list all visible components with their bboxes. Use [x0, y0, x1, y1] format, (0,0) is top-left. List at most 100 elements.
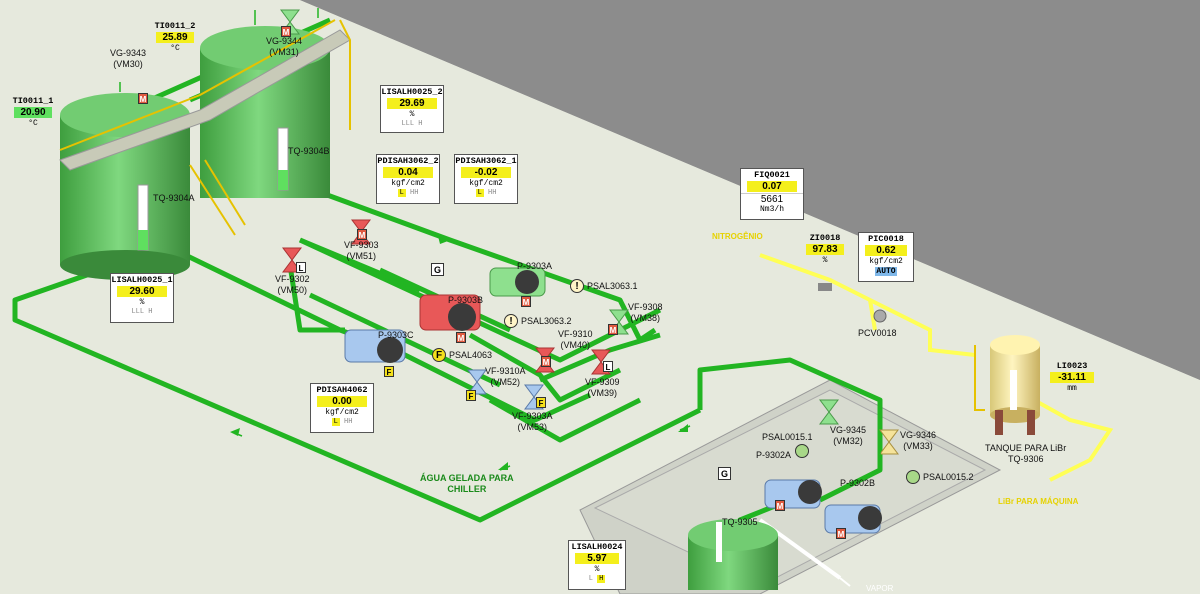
- valve-vg9345-label[interactable]: VG-9345 (VM32): [830, 425, 867, 446]
- valve-vf9309-label[interactable]: VF-9309 (VM39): [585, 377, 620, 398]
- lisalh0024-flag-l: L: [588, 575, 593, 583]
- valve-vg9344-label[interactable]: VG-9344 (VM31): [266, 36, 303, 57]
- alarm-psal4063-icon[interactable]: F: [432, 348, 446, 362]
- pdisah3062-1-tag: PDISAH3062_1: [455, 156, 517, 166]
- libr-para-maquina-label: LiBr PARA MÁQUINA: [998, 497, 1079, 506]
- p9302b-motor-tag[interactable]: M: [836, 528, 846, 539]
- vf9310a-field-tag[interactable]: F: [466, 390, 476, 401]
- tank-tq9304a-label: TQ-9304A: [153, 193, 195, 203]
- pic0018-mode[interactable]: AUTO: [875, 267, 897, 276]
- p9303a-motor-tag[interactable]: M: [521, 296, 531, 307]
- pdisah3062-1-unit: kgf/cm2: [469, 179, 503, 188]
- ti0011-1-display[interactable]: TI0011_1 20.90 °C: [8, 95, 58, 133]
- generator-g-tag[interactable]: G: [431, 263, 444, 276]
- ti0011-2-display[interactable]: TI0011_2 25.89 °C: [150, 20, 200, 58]
- yellow-pipes: [759, 253, 1114, 482]
- pdisah4062-value: 0.00: [317, 396, 367, 407]
- valve-vg9346-label[interactable]: VG-9346 (VM33): [900, 430, 937, 451]
- alarm-psal4063-label: PSAL4063: [449, 350, 493, 360]
- ti0011-1-tag: TI0011_1: [12, 96, 54, 106]
- lisalh0025-1-display[interactable]: LISALH0025_1 29.60 % LLL H: [110, 273, 174, 323]
- ti0011-2-unit: °C: [170, 44, 180, 53]
- ti0011-1-value: 20.90: [14, 107, 52, 118]
- tank-tq9306-tag: TQ-9306: [1008, 454, 1044, 464]
- fiq0021-value: 0.07: [747, 181, 797, 192]
- lisalh0024-tag: LISALH0024: [571, 542, 623, 552]
- pdisah4062-flag-hh: HH: [344, 418, 353, 426]
- pressure-switch-psal0015-1-icon[interactable]: [795, 444, 809, 458]
- alarm-psal3063-2-icon[interactable]: !: [504, 314, 518, 328]
- valve-vf9310a-label[interactable]: VF-9310A (VM52): [485, 366, 526, 387]
- vg9344-motor-tag[interactable]: M: [281, 26, 291, 37]
- ti0011-2-tag: TI0011_2: [154, 21, 196, 31]
- li0023-value: -31.11: [1050, 372, 1094, 383]
- p9303b-motor-tag[interactable]: M: [456, 332, 466, 343]
- pdisah3062-2-display[interactable]: PDISAH3062_2 0.04 kgf/cm2 L HH: [376, 154, 440, 204]
- p9302a-motor-tag[interactable]: M: [775, 500, 785, 511]
- lisalh0025-2-unit: %: [409, 110, 415, 119]
- lisalh0025-1-unit: %: [139, 298, 145, 307]
- alarm-psal3063-2-label: PSAL3063.2: [521, 316, 572, 326]
- pic0018-display[interactable]: PIC0018 0.62 kgf/cm2 AUTO: [858, 232, 914, 282]
- zi0018-display[interactable]: ZI0018 97.83 %: [800, 232, 850, 268]
- lisalh0024-unit: %: [594, 565, 600, 574]
- vf9303a-field-tag[interactable]: F: [536, 397, 546, 408]
- valve-vf9308-label[interactable]: VF-9308 (VM38): [628, 302, 663, 323]
- vf9308-motor-tag[interactable]: M: [608, 324, 618, 335]
- lisalh0024-value: 5.97: [575, 553, 619, 564]
- p9303c-field-tag[interactable]: F: [384, 366, 394, 377]
- tank-tq9305-label: TQ-9305: [722, 517, 758, 527]
- pump-p9302a-label[interactable]: P-9302A: [756, 450, 792, 460]
- pdisah3062-2-tag: PDISAH3062_2: [377, 156, 439, 166]
- li0023-display[interactable]: LI0023 -31.11 mm: [1044, 360, 1100, 396]
- lisalh0025-2-flags: LLL H: [401, 120, 423, 128]
- pressure-switch-psal0015-2-icon[interactable]: [906, 470, 920, 484]
- pic0018-value: 0.62: [865, 245, 907, 256]
- valves-graphics: [282, 219, 611, 375]
- vf9302-local-tag[interactable]: L: [296, 262, 306, 273]
- pump-p9303b-graphic: [419, 294, 481, 331]
- alarm-psal0015-1-label: PSAL0015.1: [762, 432, 813, 442]
- lisalh0024-display[interactable]: LISALH0024 5.97 % L H: [568, 540, 626, 590]
- pdisah3062-1-display[interactable]: PDISAH3062_1 -0.02 kgf/cm2 L HH: [454, 154, 518, 204]
- valve-vf9303-label[interactable]: VF-9303 (VM51): [344, 240, 379, 261]
- pic0018-tag: PIC0018: [868, 234, 904, 244]
- fiq0021-tag: FIQ0021: [754, 170, 790, 180]
- valve-vg9343-label[interactable]: VG-9343 (VM30): [110, 48, 147, 69]
- fiq0021-unit: Nm3/h: [759, 205, 784, 214]
- pump-p9303a-label[interactable]: P-9303A: [517, 261, 553, 271]
- ti0011-1-unit: °C: [28, 119, 38, 128]
- valve-vf9302-label[interactable]: VF-9302 (VM50): [275, 274, 310, 295]
- lisalh0025-2-value: 29.69: [387, 98, 437, 109]
- lisalh0024-flag-h: H: [597, 575, 606, 583]
- vg9343-motor-tag[interactable]: M: [138, 93, 148, 104]
- valve-vf9303a-label[interactable]: VF-9303A (VM53): [512, 411, 553, 432]
- pdisah3062-2-flag-hh: HH: [410, 189, 419, 197]
- lisalh0025-2-display[interactable]: LISALH0025_2 29.69 % LLL H: [380, 85, 444, 133]
- tank-libr-title: TANQUE PARA LiBr: [985, 443, 1067, 453]
- tank-tq9304a-graphic: [60, 93, 190, 280]
- pic0018-unit: kgf/cm2: [869, 257, 903, 266]
- pump-p9302b-label[interactable]: P-9302B: [840, 478, 876, 488]
- zi0018-tag: ZI0018: [809, 233, 841, 243]
- valve-pcv0018-label[interactable]: PCV0018: [858, 328, 897, 338]
- agua-gelada-label: ÁGUA GELADA PARA CHILLER: [420, 473, 514, 494]
- lisalh0025-1-tag: LISALH0025_1: [111, 275, 173, 285]
- lisalh0025-2-tag: LISALH0025_2: [381, 87, 443, 97]
- vf9303-motor-tag[interactable]: M: [357, 229, 367, 240]
- generator-g-tag-2[interactable]: G: [718, 467, 731, 480]
- pump-p9303c-graphic: [344, 329, 406, 363]
- pump-p9303b-label[interactable]: P-9303B: [448, 295, 484, 305]
- pdisah3062-2-flag-l: L: [397, 189, 406, 197]
- zi0018-value: 97.83: [806, 244, 844, 255]
- pdisah3062-1-flag-l: L: [475, 189, 484, 197]
- pdisah4062-display[interactable]: PDISAH4062 0.00 kgf/cm2 L HH: [310, 383, 374, 433]
- vf9310-motor-tag[interactable]: M: [541, 356, 551, 367]
- pump-p9303c-label[interactable]: P-9303C: [378, 330, 414, 340]
- vf9309-local-tag[interactable]: L: [603, 361, 613, 372]
- valve-vf9310-label[interactable]: VF-9310 (VM40): [558, 329, 593, 350]
- nitrogen-label: NITROGÊNIO: [712, 232, 763, 241]
- fiq0021-display[interactable]: FIQ0021 0.07 5661 Nm3/h: [740, 168, 804, 220]
- alarm-psal3063-1-icon[interactable]: !: [570, 279, 584, 293]
